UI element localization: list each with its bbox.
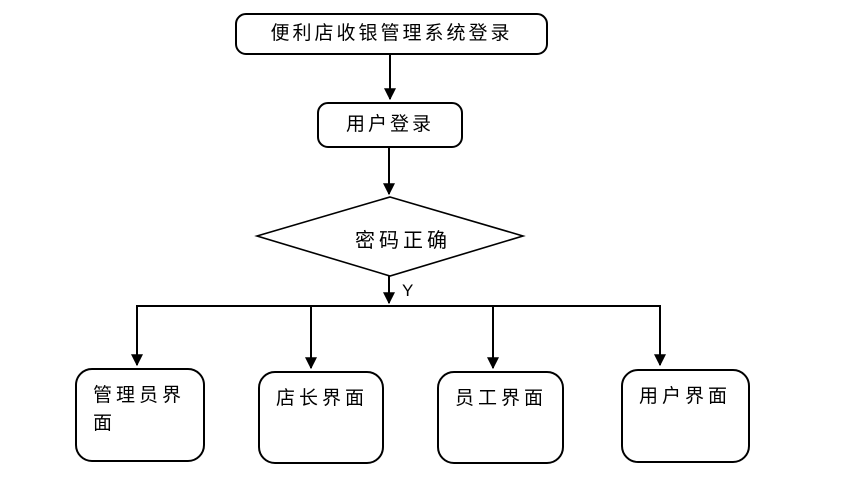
leaf-node-admin-label: 管理员界面 [93,385,186,434]
decision-node-label: 密码正确 [355,230,451,252]
branch-yes-label: Y [402,281,414,300]
leaf-node-user: 用户界面 [621,369,750,463]
leaf-node-staff-label: 员工界面 [455,388,548,409]
start-node-label: 便利店收银管理系统登录 [270,22,513,44]
login-node-label: 用户登录 [345,113,434,135]
leaf-node-manager: 店长界面 [258,371,384,464]
start-node: 便利店收银管理系统登录 [235,13,548,55]
leaf-node-staff: 员工界面 [437,371,564,464]
leaf-node-admin: 管理员界面 [75,368,205,462]
leaf-node-user-label: 用户界面 [639,386,732,407]
leaf-node-manager-label: 店长界面 [276,388,369,409]
login-node: 用户登录 [317,102,463,148]
